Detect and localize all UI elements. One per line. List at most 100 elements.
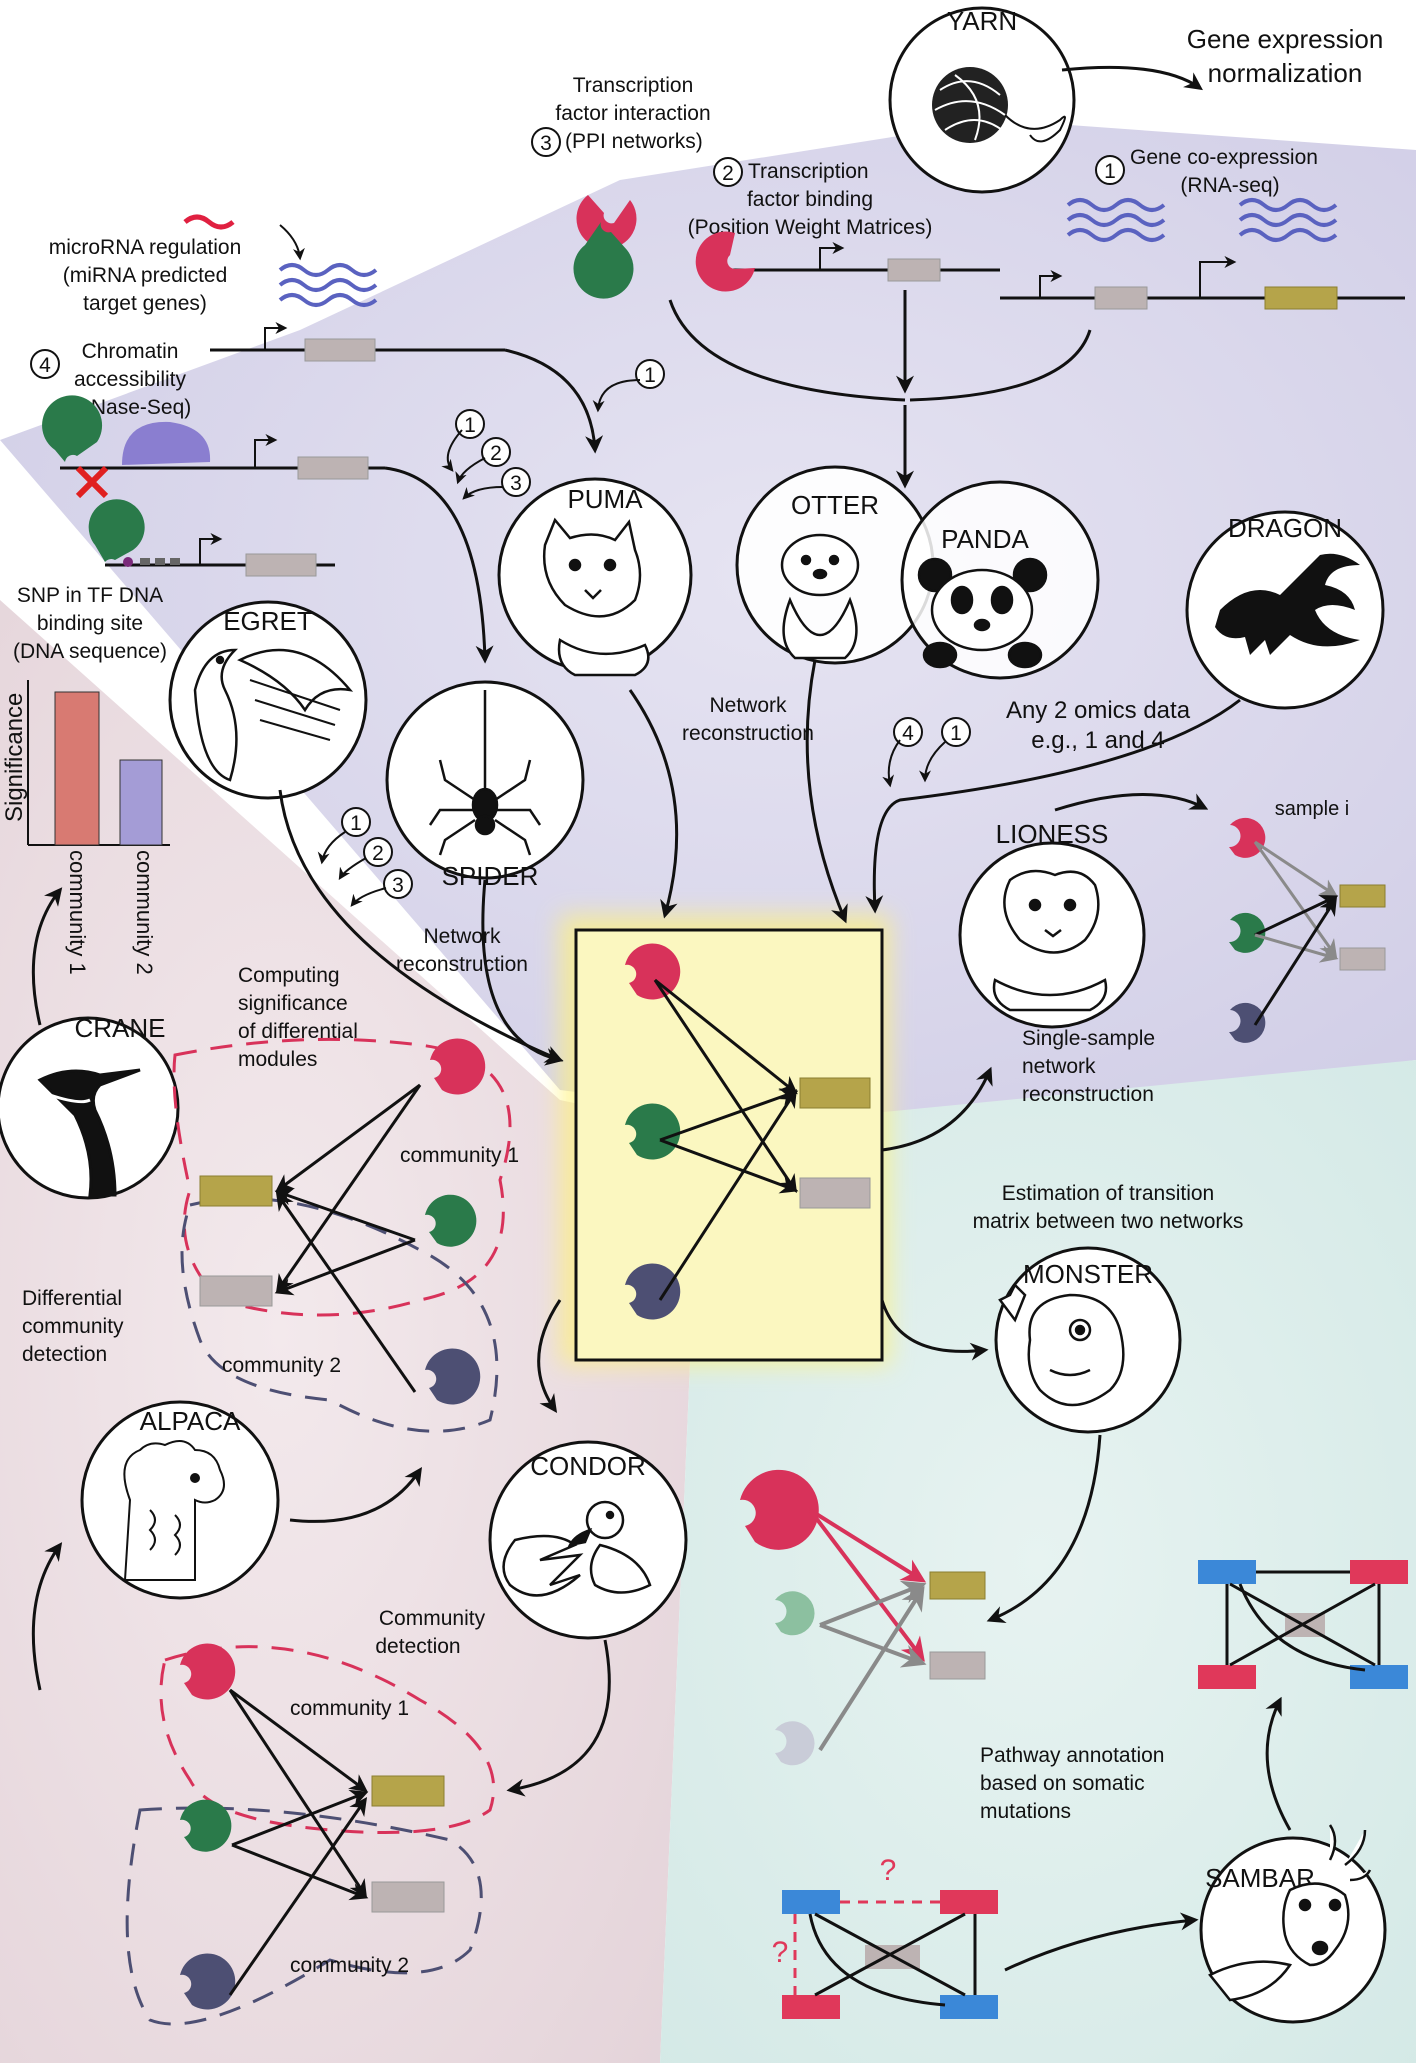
puma-node[interactable]: PUMA: [497, 477, 693, 677]
gene-expression-normalization-line2: normalization: [1208, 58, 1363, 88]
svg-text:2: 2: [490, 442, 502, 465]
marker-4-chromatin: 4: [30, 349, 60, 379]
panda-icon: [917, 557, 1048, 669]
arrow-center-to-condor: [537, 1299, 562, 1413]
alpaca-node[interactable]: ALPACA: [80, 1400, 280, 1600]
crane-node[interactable]: CRANE: [0, 1013, 180, 1200]
snp-dot-icon: [123, 557, 133, 567]
yarn-ball-icon: [932, 67, 1066, 143]
egret-node[interactable]: EGRET: [168, 600, 368, 800]
cd-community1-label: community 1: [290, 1697, 409, 1720]
gene-box-grey: [297, 456, 369, 480]
gene-gold-node: [799, 1077, 871, 1109]
arrow-monster-to-transition: [986, 1434, 1102, 1623]
dragon-label: DRAGON: [1228, 513, 1342, 543]
lioness-node[interactable]: LIONESS: [958, 819, 1146, 1029]
significance-axis-label: Significance: [1, 693, 28, 822]
dna-track-coexpression: [1000, 256, 1405, 310]
transition-line1: Estimation of transition: [1002, 1182, 1214, 1205]
computing-sig-line2: significance: [238, 992, 348, 1015]
chromatin-line1: Chromatin: [82, 340, 179, 363]
dna-track-mirna: [210, 322, 505, 362]
arrow-coexpr-to-panda: [909, 329, 1092, 402]
mirna-line3: target genes): [83, 292, 207, 315]
tf-red-shape: [576, 195, 637, 249]
condor-icon: [502, 1500, 652, 1597]
spider-node[interactable]: SPIDER: [385, 680, 585, 891]
gene-grey-node: [799, 1177, 871, 1209]
sambar-result-network: [1198, 1560, 1408, 1689]
network-recon-top-line1: Network: [709, 694, 787, 717]
tf-navy-node: [625, 1263, 681, 1320]
comm-detect-line1: Community: [379, 1607, 486, 1630]
arrow-center-to-lioness: [881, 1066, 993, 1152]
diff-community2-label: community 2: [222, 1354, 341, 1377]
significance-bar-chart: Significance community 1 community 2: [1, 680, 170, 975]
bar-community-2: [119, 759, 163, 846]
gene-expression-normalization-line1: Gene expression: [1187, 24, 1384, 54]
dragon-node[interactable]: DRAGON: [1185, 510, 1385, 710]
tf-green-node: [625, 1103, 681, 1160]
alpaca-icon: [123, 1440, 225, 1581]
single-sample-line1: Single-sample: [1022, 1027, 1155, 1050]
differential-community-network: community 1 community 2: [172, 1037, 519, 1433]
panda-node[interactable]: PANDA: [900, 480, 1100, 680]
otter-node[interactable]: OTTER: [735, 465, 935, 665]
computing-sig-line4: modules: [238, 1048, 317, 1071]
crane-icon: [37, 1068, 141, 1197]
blocked-x-icon: [75, 465, 109, 499]
marker-2-spider: 2: [481, 437, 511, 467]
egret-label: EGRET: [223, 606, 313, 636]
network-recon-left-line1: Network: [423, 925, 501, 948]
pathway-line3: mutations: [980, 1800, 1071, 1823]
arrow-yarn-to-normalization: [1061, 65, 1203, 91]
arrow-to-sample-i: [1054, 793, 1209, 812]
marker-3-egret: 3: [383, 869, 413, 899]
arrow-center-to-monster: [880, 1299, 989, 1361]
yarn-label: YARN: [947, 6, 1017, 36]
diff-community1-label: community 1: [400, 1144, 519, 1167]
tf-green-snp-shape: [88, 499, 145, 562]
community-detection-network: community 1 community 2: [125, 1643, 496, 2026]
yarn-node[interactable]: YARN: [888, 6, 1076, 194]
gene-box-grey: [304, 338, 376, 362]
condor-node[interactable]: CONDOR: [488, 1440, 688, 1640]
arrow-to-alpaca: [31, 1542, 63, 1691]
pathway-line1: Pathway annotation: [980, 1744, 1164, 1767]
tf-binding-line3: (Position Weight Matrices): [688, 216, 933, 239]
tf-green-shape: [573, 222, 634, 299]
arrow-condor-to-cd: [506, 1639, 611, 1797]
svg-text:1: 1: [464, 414, 476, 437]
arrow-sambar-to-result: [1265, 1696, 1292, 1831]
coexpression-line1: Gene co-expression: [1130, 146, 1318, 169]
mid-labels: Network reconstruction Any 2 omics data …: [22, 694, 1349, 1823]
gene-box-grey: [245, 553, 317, 577]
tf-green-chromatin-shape: [42, 395, 103, 462]
arrow-alpaca-to-diff: [289, 1467, 422, 1523]
arrow-mirna: [279, 224, 305, 261]
puma-label: PUMA: [567, 484, 643, 514]
community1-tick-label: community 1: [65, 850, 90, 975]
svg-text:3: 3: [510, 472, 522, 495]
single-sample-line3: reconstruction: [1022, 1083, 1154, 1106]
svg-text:3: 3: [540, 132, 552, 155]
tf-binding-line1: Transcription: [748, 160, 869, 183]
marker-1-spider: 1: [455, 409, 485, 439]
dna-track-tf-binding: [725, 242, 1000, 282]
egret-icon: [193, 648, 354, 782]
arrow-mirna-to-puma: [504, 348, 604, 454]
gene-box-grey: [1094, 286, 1148, 310]
sambar-icon: [1208, 1824, 1372, 2002]
monster-node[interactable]: MONSTER: [994, 1246, 1182, 1434]
arrow-crane-to-chart: [31, 887, 63, 1026]
dna-track-chromatin: [60, 421, 385, 499]
cd-community2-label: community 2: [290, 1954, 409, 1977]
condor-label: CONDOR: [530, 1451, 646, 1481]
sambar-node[interactable]: SAMBAR: [1199, 1824, 1387, 2024]
svg-text:2: 2: [722, 162, 734, 185]
comm-detect-line2: detection: [375, 1635, 460, 1658]
diff-comm-line3: detection: [22, 1343, 107, 1366]
monster-icon: [998, 1282, 1125, 1407]
sample-i-label: sample i: [1275, 798, 1349, 820]
